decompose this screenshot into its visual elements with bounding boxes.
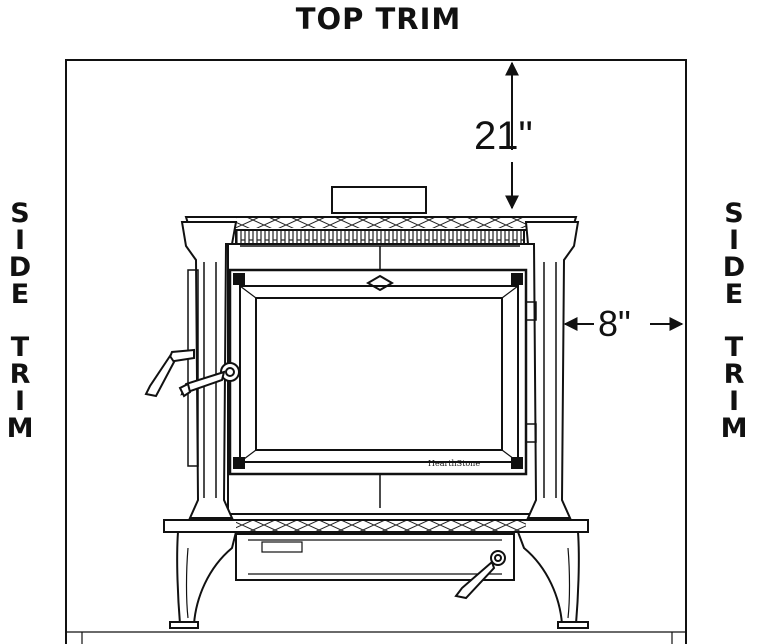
side-trim-letter: T bbox=[10, 332, 30, 363]
fireplace-opening-outline bbox=[65, 59, 687, 644]
side-trim-letter: D bbox=[8, 252, 32, 283]
side-trim-letter: M bbox=[720, 413, 748, 444]
door-handle bbox=[178, 362, 240, 398]
side-trim-letter: D bbox=[722, 252, 746, 283]
side-trim-letter: I bbox=[14, 386, 26, 417]
side-trim-letter: R bbox=[9, 359, 31, 390]
ash-drawer bbox=[235, 533, 515, 581]
air-control-handle bbox=[144, 348, 195, 398]
ash-drawer-handle bbox=[454, 550, 506, 600]
right-column bbox=[524, 221, 580, 519]
side-trim-letter: T bbox=[724, 332, 744, 363]
stove-glass-window bbox=[255, 297, 503, 451]
side-trim-letter: S bbox=[10, 198, 30, 229]
flue-collar bbox=[331, 186, 427, 214]
hearth-inner-line bbox=[81, 632, 673, 644]
door-hinge bbox=[525, 423, 537, 443]
stove-door-frame bbox=[228, 268, 528, 476]
side-trim-letter: M bbox=[6, 413, 34, 444]
side-trim-letter: I bbox=[14, 225, 26, 256]
left-column bbox=[180, 221, 238, 519]
side-trim-letter: I bbox=[728, 386, 740, 417]
brand-mark: HearthStone bbox=[428, 459, 480, 468]
side-clearance-label: 8" bbox=[598, 303, 631, 344]
side-trim-letter: I bbox=[728, 225, 740, 256]
side-trim-letter: E bbox=[10, 279, 30, 310]
right-side-trim-label: S I D E T R I M bbox=[716, 200, 752, 442]
wood-stove bbox=[163, 186, 589, 629]
side-trim-letter: E bbox=[724, 279, 744, 310]
top-clearance-label: 21" bbox=[474, 114, 533, 158]
door-ornament bbox=[366, 274, 394, 292]
dentil-band bbox=[235, 229, 525, 245]
side-trim-letter: S bbox=[724, 198, 744, 229]
top-trim-label: TOP TRIM bbox=[295, 2, 462, 36]
left-side-trim-label: S I D E T R I M bbox=[2, 200, 38, 442]
side-trim-letter: R bbox=[723, 359, 745, 390]
door-hinge bbox=[525, 301, 537, 321]
